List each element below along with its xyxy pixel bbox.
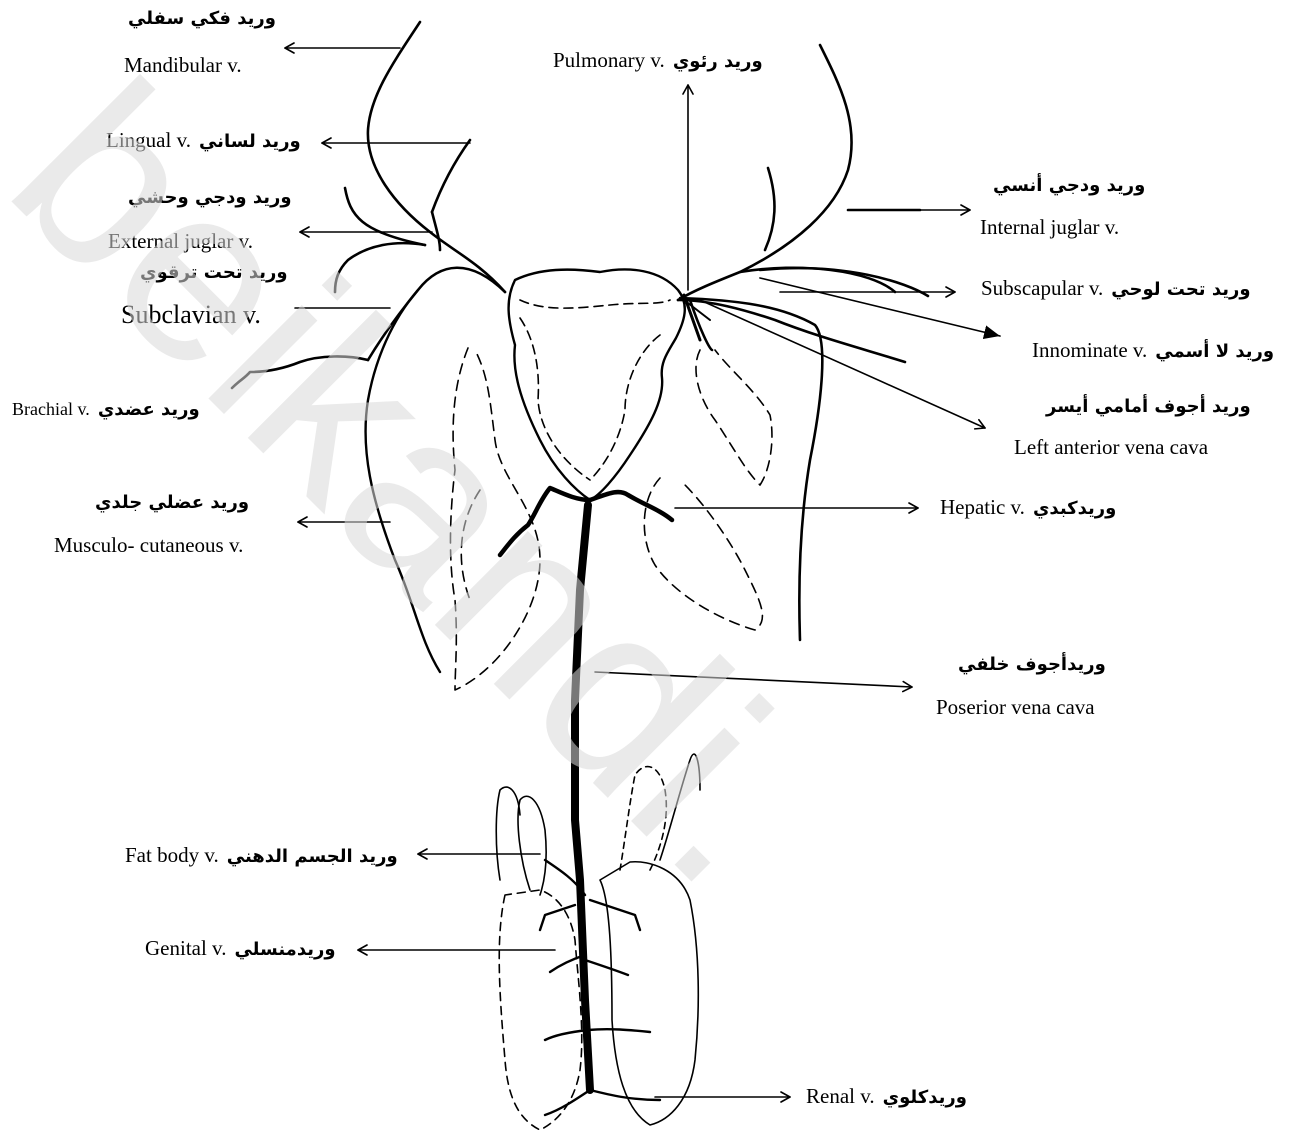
mandibular-label-en: Mandibular v. — [124, 55, 242, 76]
musculo-cutaneous-label-en: Musculo- cutaneous v. — [54, 535, 243, 556]
subscapular-label-en: Subscapular v. — [981, 278, 1103, 299]
subscapular-label: Subscapular v. وريد تحت لوحي — [981, 278, 1251, 299]
right-jaw-veins — [678, 45, 928, 300]
pulmonary-label-en: Pulmonary v. — [553, 50, 665, 71]
liver-lobes — [450, 348, 771, 690]
musculo-cutaneous-label-ar: وريد عضلي جلدي — [95, 494, 249, 512]
left-anterior-vena-cava-label-en: Left anterior vena cava — [1014, 437, 1208, 458]
external-jugular-label-en: External juglar v. — [108, 231, 253, 252]
left-anterior-vena-cava-label-ar: وريد أجوف أمامي أيسر — [1046, 398, 1251, 416]
lingual-label-en: Lingual v. — [106, 130, 191, 151]
hepatic-label-en: Hepatic v. — [940, 497, 1025, 518]
genital-label-ar: وريدمنسلي — [234, 941, 335, 959]
brachial-label-en: Brachial v. — [12, 400, 90, 418]
lingual-label-ar: وريد لساني — [199, 133, 301, 151]
mandibular-label-ar: وريد فكي سفلي — [128, 10, 276, 28]
fat-body-label-ar: وريد الجسم الدهني — [227, 848, 398, 866]
external-jugular-label-ar: وريد ودجي وحشي — [128, 189, 292, 207]
pulmonary-label-ar: وريد رئوي — [673, 53, 763, 71]
internal-jugular-label-ar: وريد ودجي أنسي — [993, 177, 1145, 195]
lingual-label: Lingual v. وريد لساني — [106, 130, 301, 151]
fat-body-label-en: Fat body v. — [125, 845, 219, 866]
renal-genital-branches — [540, 860, 660, 1115]
subscapular-label-ar: وريد تحت لوحي — [1111, 281, 1250, 299]
subclavian-label-en: Subclavian v. — [121, 302, 261, 328]
renal-label: Renal v. وريدكلوي — [806, 1086, 967, 1107]
hepatic-label-ar: وريدكبدي — [1033, 500, 1116, 518]
fat-body-label: Fat body v. وريد الجسم الدهني — [125, 845, 398, 866]
innominate-label: Innominate v. وريد لا أسمي — [1032, 340, 1274, 361]
left-jaw-veins — [335, 22, 505, 292]
shoulder-veins — [232, 268, 905, 640]
genital-label: Genital v. وريدمنسلي — [145, 938, 336, 959]
central-veins — [500, 295, 710, 1090]
internal-jugular-label-en: Internal juglar v. — [980, 217, 1119, 238]
heart — [509, 269, 685, 500]
innominate-label-ar: وريد لا أسمي — [1155, 343, 1274, 361]
genital-label-en: Genital v. — [145, 938, 226, 959]
subclavian-label-ar: وريد تحت ترقوي — [140, 264, 288, 282]
innominate-label-en: Innominate v. — [1032, 340, 1147, 361]
leader-lines — [285, 48, 1000, 1097]
renal-label-ar: وريدكلوي — [883, 1089, 967, 1107]
renal-label-en: Renal v. — [806, 1086, 875, 1107]
brachial-label-ar: وريد عضدي — [98, 401, 200, 419]
posterior-vena-cava-label-en: Poserior vena cava — [936, 697, 1095, 718]
pulmonary-label: Pulmonary v. وريد رئوي — [553, 50, 763, 71]
hepatic-label: Hepatic v. وريدكبدي — [940, 497, 1116, 518]
posterior-vena-cava-label-ar: وريدأجوف خلفي — [958, 656, 1106, 674]
brachial-label: Brachial v. وريد عضدي — [12, 400, 200, 419]
kidneys — [496, 754, 700, 1130]
